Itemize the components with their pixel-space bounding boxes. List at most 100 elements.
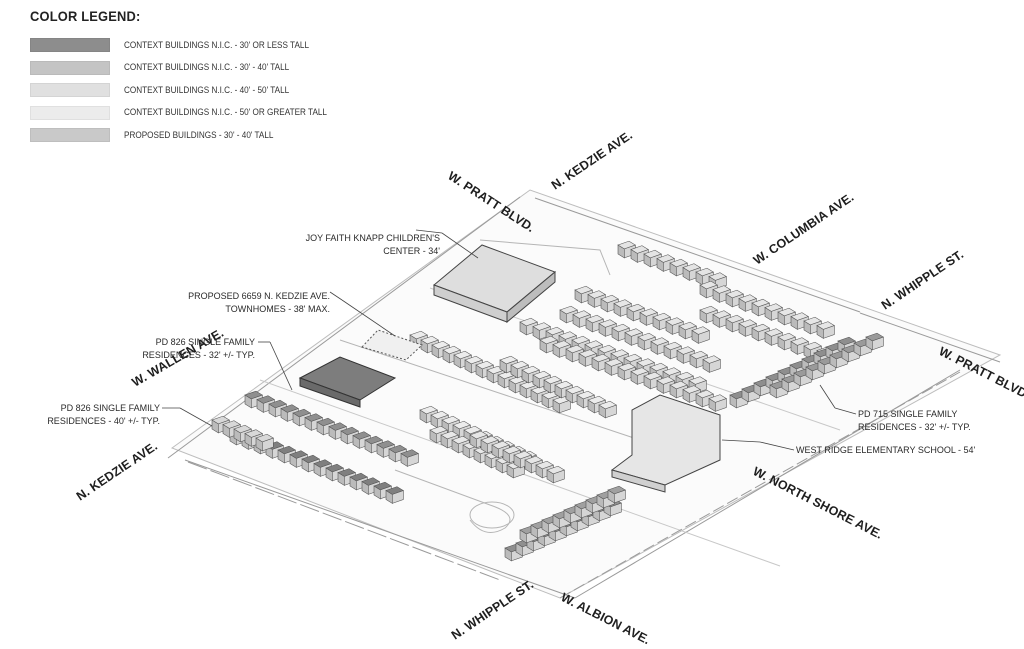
building-mass xyxy=(301,454,320,464)
internal-drive xyxy=(339,339,641,441)
building-mass xyxy=(630,367,649,376)
building-mass xyxy=(837,336,856,346)
building-mass xyxy=(598,400,617,410)
building-mass xyxy=(352,431,371,440)
building-mass xyxy=(571,335,590,345)
legend-swatch xyxy=(30,105,110,120)
svg-text:JOY FAITH KNAPP CHILDREN'S: JOY FAITH KNAPP CHILDREN'S xyxy=(306,233,440,243)
annotation-west-ridge: WEST RIDGE ELEMENTARY SCHOOL - 54' xyxy=(721,439,976,455)
svg-text:RESIDENCES - 40' +/- TYP.: RESIDENCES - 40' +/- TYP. xyxy=(47,416,160,426)
building-mass xyxy=(313,459,332,468)
label-kedzie-ave-left: N. KEDZIE AVE. xyxy=(74,439,160,503)
building-mass xyxy=(617,240,636,250)
kedzie-ave-edge xyxy=(167,196,521,459)
building-mass xyxy=(643,249,662,259)
building-mass xyxy=(712,310,731,319)
building-mass xyxy=(669,258,688,268)
wallen-dash xyxy=(187,461,501,581)
building-mass xyxy=(639,308,658,317)
building-mass xyxy=(565,385,584,395)
legend-label: CONTEXT BUILDINGS N.I.C. - 40' - 50' TAL… xyxy=(124,84,290,96)
building-mass xyxy=(361,477,380,486)
building-mass xyxy=(513,450,532,460)
svg-text:CENTER - 34': CENTER - 34' xyxy=(383,246,440,256)
building-mass xyxy=(440,430,459,440)
building-mass xyxy=(626,303,645,313)
proposed-townhome-site xyxy=(361,329,423,361)
building-mass xyxy=(725,314,744,324)
building-mass xyxy=(738,319,757,328)
building-mass xyxy=(524,455,543,465)
building-mass xyxy=(738,294,757,303)
building-mass xyxy=(637,332,656,342)
building-mass xyxy=(587,290,606,299)
building-mass xyxy=(373,481,392,491)
building-mass xyxy=(607,485,626,495)
building-mass xyxy=(643,371,662,381)
building-mass xyxy=(453,350,472,360)
legend-title: COLOR LEGEND: xyxy=(30,8,141,24)
building-mass xyxy=(388,444,407,454)
building-mass xyxy=(255,433,274,443)
svg-text:TOWNHOMES - 38' MAX.: TOWNHOMES - 38' MAX. xyxy=(225,304,330,314)
cul-de-sac-circle xyxy=(469,501,515,529)
building-mass xyxy=(431,340,450,350)
building-mass xyxy=(708,394,727,403)
building-mass xyxy=(676,346,695,355)
building-mass xyxy=(678,321,697,331)
building-mass xyxy=(532,370,551,380)
legend-swatch xyxy=(30,128,110,143)
building-mass xyxy=(699,305,718,315)
building-mass xyxy=(429,425,448,435)
svg-text:PROPOSED 6659 N. KEDZIE AVE.: PROPOSED 6659 N. KEDZIE AVE. xyxy=(188,291,330,301)
building-mass xyxy=(656,376,675,385)
building-mass xyxy=(328,422,347,431)
label-columbia-ave: W. COLUMBIA AVE. xyxy=(751,190,856,267)
building-mass xyxy=(419,405,438,415)
building-mass xyxy=(623,353,642,363)
building-mass xyxy=(790,337,809,346)
annotation-proposed-6659: PROPOSED 6659 N. KEDZIE AVE. TOWNHOMES -… xyxy=(188,291,396,337)
building-mass xyxy=(695,389,714,399)
annotation-pd826-32: PD 826 SINGLE FAMILY RESIDENCES - 32' +/… xyxy=(142,337,293,391)
building-blocks xyxy=(211,240,884,562)
building-mass xyxy=(613,299,632,308)
building-mass xyxy=(280,404,299,413)
building-mass xyxy=(535,460,554,470)
legend-label: PROPOSED BUILDINGS - 30' - 40' TALL xyxy=(124,129,274,141)
building-mass xyxy=(803,341,822,351)
building-mass xyxy=(337,468,356,477)
label-whipple-st-bottom: N. WHIPPLE ST. xyxy=(449,577,536,642)
svg-text:WEST RIDGE ELEMENTARY SCHOOL -: WEST RIDGE ELEMENTARY SCHOOL - 54' xyxy=(796,445,976,455)
interior-drives xyxy=(339,239,641,533)
building-mass xyxy=(656,254,675,263)
svg-text:PD 826 SINGLE FAMILY: PD 826 SINGLE FAMILY xyxy=(156,337,255,347)
building-mass xyxy=(565,344,584,354)
building-mass xyxy=(430,410,449,420)
albion-edge xyxy=(559,371,961,599)
building-mass xyxy=(304,413,323,422)
building-mass xyxy=(222,420,241,429)
building-mass xyxy=(364,435,383,445)
building-mass xyxy=(546,465,565,475)
building-mass xyxy=(233,424,252,434)
building-mass xyxy=(587,395,606,405)
legend-label: CONTEXT BUILDINGS N.I.C. - 30' OR LESS T… xyxy=(124,39,309,51)
building-mass xyxy=(325,463,344,473)
legend-item: CONTEXT BUILDINGS N.I.C. - 30' - 40' TAL… xyxy=(30,57,390,80)
building-mass xyxy=(469,430,488,440)
building-mass xyxy=(480,435,499,445)
building-mass xyxy=(662,367,681,376)
building-mass xyxy=(695,267,714,277)
building-mass xyxy=(289,450,308,459)
building-mass xyxy=(441,415,460,425)
building-mass xyxy=(340,426,359,436)
building-mass xyxy=(675,371,694,381)
building-mass xyxy=(598,319,617,328)
building-mass xyxy=(452,420,471,430)
building-mass xyxy=(682,263,701,272)
building-mass xyxy=(244,390,263,400)
building-mass xyxy=(244,429,263,438)
legend-swatch xyxy=(30,83,110,98)
